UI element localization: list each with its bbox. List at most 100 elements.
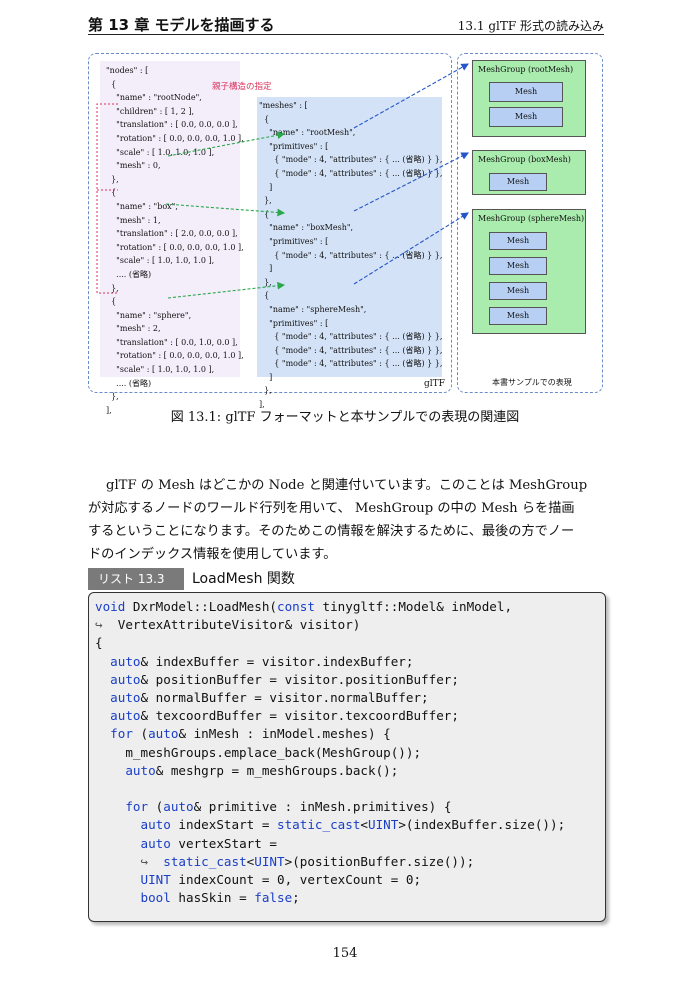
json-line: { bbox=[106, 297, 117, 307]
json-line: { "mode" : 4, "attributes" : { ... (省略) … bbox=[259, 168, 443, 178]
code-line: ↪ static_cast<UINT>(positionBuffer.size(… bbox=[140, 853, 475, 869]
code-line: auto& meshgrp = m_meshGroups.back(); bbox=[125, 762, 399, 778]
code-line: void DxrModel::LoadMesh(const tinygltf::… bbox=[95, 599, 513, 614]
meshgroup-arrows bbox=[353, 63, 469, 285]
meshgroup-title: MeshGroup (rootMesh) bbox=[478, 65, 574, 74]
mesh-box: Mesh bbox=[489, 257, 547, 275]
relation-arrows bbox=[96, 63, 469, 299]
json-line: "name" : "box", bbox=[106, 201, 178, 211]
json-line: "name" : "rootNode", bbox=[106, 93, 202, 103]
json-line: "primitives" : [ bbox=[259, 236, 329, 246]
code-line: auto indexStart = static_cast<UINT>(inde… bbox=[140, 817, 566, 833]
mesh-box: Mesh bbox=[489, 307, 547, 325]
json-line: { bbox=[259, 114, 270, 124]
json-line: "scale" : [ 1.0, 1.0, 1.0 ], bbox=[106, 256, 215, 266]
code-line: auto vertexStart = bbox=[140, 835, 278, 851]
code-line: auto& normalBuffer = visitor.normalBuffe… bbox=[110, 690, 429, 705]
json-line: }, bbox=[106, 174, 119, 184]
json-line: { bbox=[259, 209, 270, 219]
code-line: { bbox=[95, 635, 103, 651]
meshgroup-box: MeshGroup (boxMesh) Mesh bbox=[472, 150, 586, 195]
code-line: auto& indexBuffer = visitor.indexBuffer; bbox=[110, 653, 414, 669]
mesh-box: Mesh bbox=[489, 82, 563, 102]
mesh-box: Mesh bbox=[489, 173, 547, 191]
meshgroup-title: MeshGroup (boxMesh) bbox=[478, 155, 571, 164]
json-line: }, bbox=[259, 196, 272, 206]
json-line: }, bbox=[106, 283, 119, 293]
code-line: bool hasSkin = false; bbox=[140, 890, 300, 906]
json-line: "mesh" : 1, bbox=[106, 215, 161, 225]
json-line: "rotation" : [ 0.0, 0.0, 0.0, 1.0 ], bbox=[106, 133, 244, 143]
meshgroup-title: MeshGroup (sphereMesh) bbox=[478, 214, 585, 223]
meshgroup-sphere: MeshGroup (sphereMesh) Mesh Mesh Mesh Me… bbox=[472, 209, 586, 334]
json-line: }, bbox=[259, 386, 272, 396]
json-line: }, bbox=[259, 277, 272, 287]
json-line: .... (省略) bbox=[106, 269, 152, 279]
mesh-box: Mesh bbox=[489, 232, 547, 250]
paragraph-line: するということになります。そのためこの情報を解決するために、最後の方でノー bbox=[88, 524, 575, 539]
json-line: ] bbox=[259, 182, 273, 192]
json-line: { "mode" : 4, "attributes" : { ... (省略) … bbox=[259, 359, 443, 369]
code-listing: void DxrModel::LoadMesh(const tinygltf::… bbox=[88, 592, 606, 922]
json-line: }, bbox=[106, 392, 119, 402]
json-line: ] bbox=[259, 264, 273, 274]
body-paragraph: glTF の Mesh はどこかの Node と関連付いています。このことは M… bbox=[88, 474, 606, 566]
code-line: auto& texcoordBuffer = visitor.texcoordB… bbox=[110, 708, 459, 724]
json-line: "children" : [ 1, 2 ], bbox=[106, 106, 195, 116]
json-line: "name" : "sphere", bbox=[106, 310, 192, 320]
paragraph-line: glTF の Mesh はどこかの Node と関連付いています。このことは M… bbox=[106, 478, 588, 493]
json-line: "name" : "boxMesh", bbox=[259, 223, 354, 233]
representation-label: 本書サンプルでの表現 bbox=[492, 378, 572, 387]
meshes-json-code: "meshes" : [ { "name" : "rootMesh", "pri… bbox=[259, 99, 442, 412]
listing-title: LoadMesh 関数 bbox=[192, 571, 295, 587]
json-line: .... (省略) bbox=[106, 378, 152, 388]
code-line: for (auto& primitive : inMesh.primitives… bbox=[125, 799, 452, 815]
json-line: "meshes" : [ bbox=[259, 101, 308, 110]
nodes-json-code: "nodes" : [ { "name" : "rootNode", "chil… bbox=[106, 64, 244, 417]
json-line: "nodes" : [ bbox=[106, 66, 149, 75]
json-line: "mesh" : 2, bbox=[106, 324, 161, 334]
json-line: "translation" : [ 0.0, 0.0, 0.0 ], bbox=[106, 120, 238, 130]
paragraph-line: が対応するノードのワールド行列を用いて、 MeshGroup の中の Mesh … bbox=[88, 501, 575, 516]
hierarchy-note: 親子構造の指定 bbox=[212, 82, 272, 92]
code-line: m_meshGroups.emplace_back(MeshGroup()); bbox=[95, 744, 422, 760]
json-line: "translation" : [ 0.0, 1.0, 0.0 ], bbox=[106, 337, 238, 347]
json-line: "rotation" : [ 0.0, 0.0, 0.0, 1.0 ], bbox=[106, 242, 244, 252]
json-line: "scale" : [ 1.0, 1.0, 1.0 ], bbox=[106, 147, 215, 157]
json-line: "name" : "sphereMesh", bbox=[259, 304, 367, 314]
chapter-title: 第 13 章 モデルを描画する bbox=[88, 16, 275, 34]
json-line: "mesh" : 0, bbox=[106, 161, 161, 171]
meshes-json-panel bbox=[257, 97, 442, 377]
json-line: { bbox=[259, 291, 270, 301]
paragraph-line: ドのインデックス情報を使用しています。 bbox=[88, 547, 337, 562]
listing-tab: リスト 13.3 bbox=[88, 568, 184, 590]
code-line: ↪ VertexAttributeVisitor& visitor) bbox=[95, 617, 361, 633]
json-line: "primitives" : [ bbox=[259, 141, 329, 151]
json-line: "rotation" : [ 0.0, 0.0, 0.0, 1.0 ], bbox=[106, 351, 244, 361]
json-line: "scale" : [ 1.0, 1.0, 1.0 ], bbox=[106, 365, 215, 375]
mesh-box: Mesh bbox=[489, 282, 547, 300]
sample-representation-frame bbox=[457, 53, 603, 393]
meshgroup-root: MeshGroup (rootMesh) Mesh Mesh bbox=[472, 60, 586, 137]
json-line: ], bbox=[259, 400, 265, 410]
code-line: auto& positionBuffer = visitor.positionB… bbox=[110, 671, 459, 687]
json-line: { bbox=[106, 188, 117, 198]
page-number: 154 bbox=[332, 946, 358, 961]
figure-caption: 図 13.1: glTF フォーマットと本サンプルでの表現の関連図 bbox=[170, 410, 520, 425]
json-line: { bbox=[106, 79, 117, 89]
mesh-index-arrows bbox=[165, 131, 286, 299]
hierarchy-bracket bbox=[96, 103, 118, 294]
json-line: "primitives" : [ bbox=[259, 318, 329, 328]
section-title: 13.1 glTF 形式の読み込み bbox=[457, 19, 604, 33]
code-line: for (auto& inMesh : inModel.meshes) { bbox=[110, 726, 391, 742]
gltf-label: glTF bbox=[424, 379, 445, 389]
header-rule bbox=[88, 34, 604, 35]
nodes-json-panel bbox=[100, 61, 240, 377]
code-line: UINT indexCount = 0, vertexCount = 0; bbox=[140, 872, 422, 887]
json-line: { "mode" : 4, "attributes" : { ... (省略) … bbox=[259, 332, 443, 342]
json-line: "translation" : [ 2.0, 0.0, 0.0 ], bbox=[106, 229, 238, 239]
mesh-box: Mesh bbox=[489, 107, 563, 127]
json-line: { "mode" : 4, "attributes" : { ... (省略) … bbox=[259, 345, 443, 355]
json-line: ] bbox=[259, 372, 273, 382]
json-line: { "mode" : 4, "attributes" : { ... (省略) … bbox=[259, 155, 443, 165]
